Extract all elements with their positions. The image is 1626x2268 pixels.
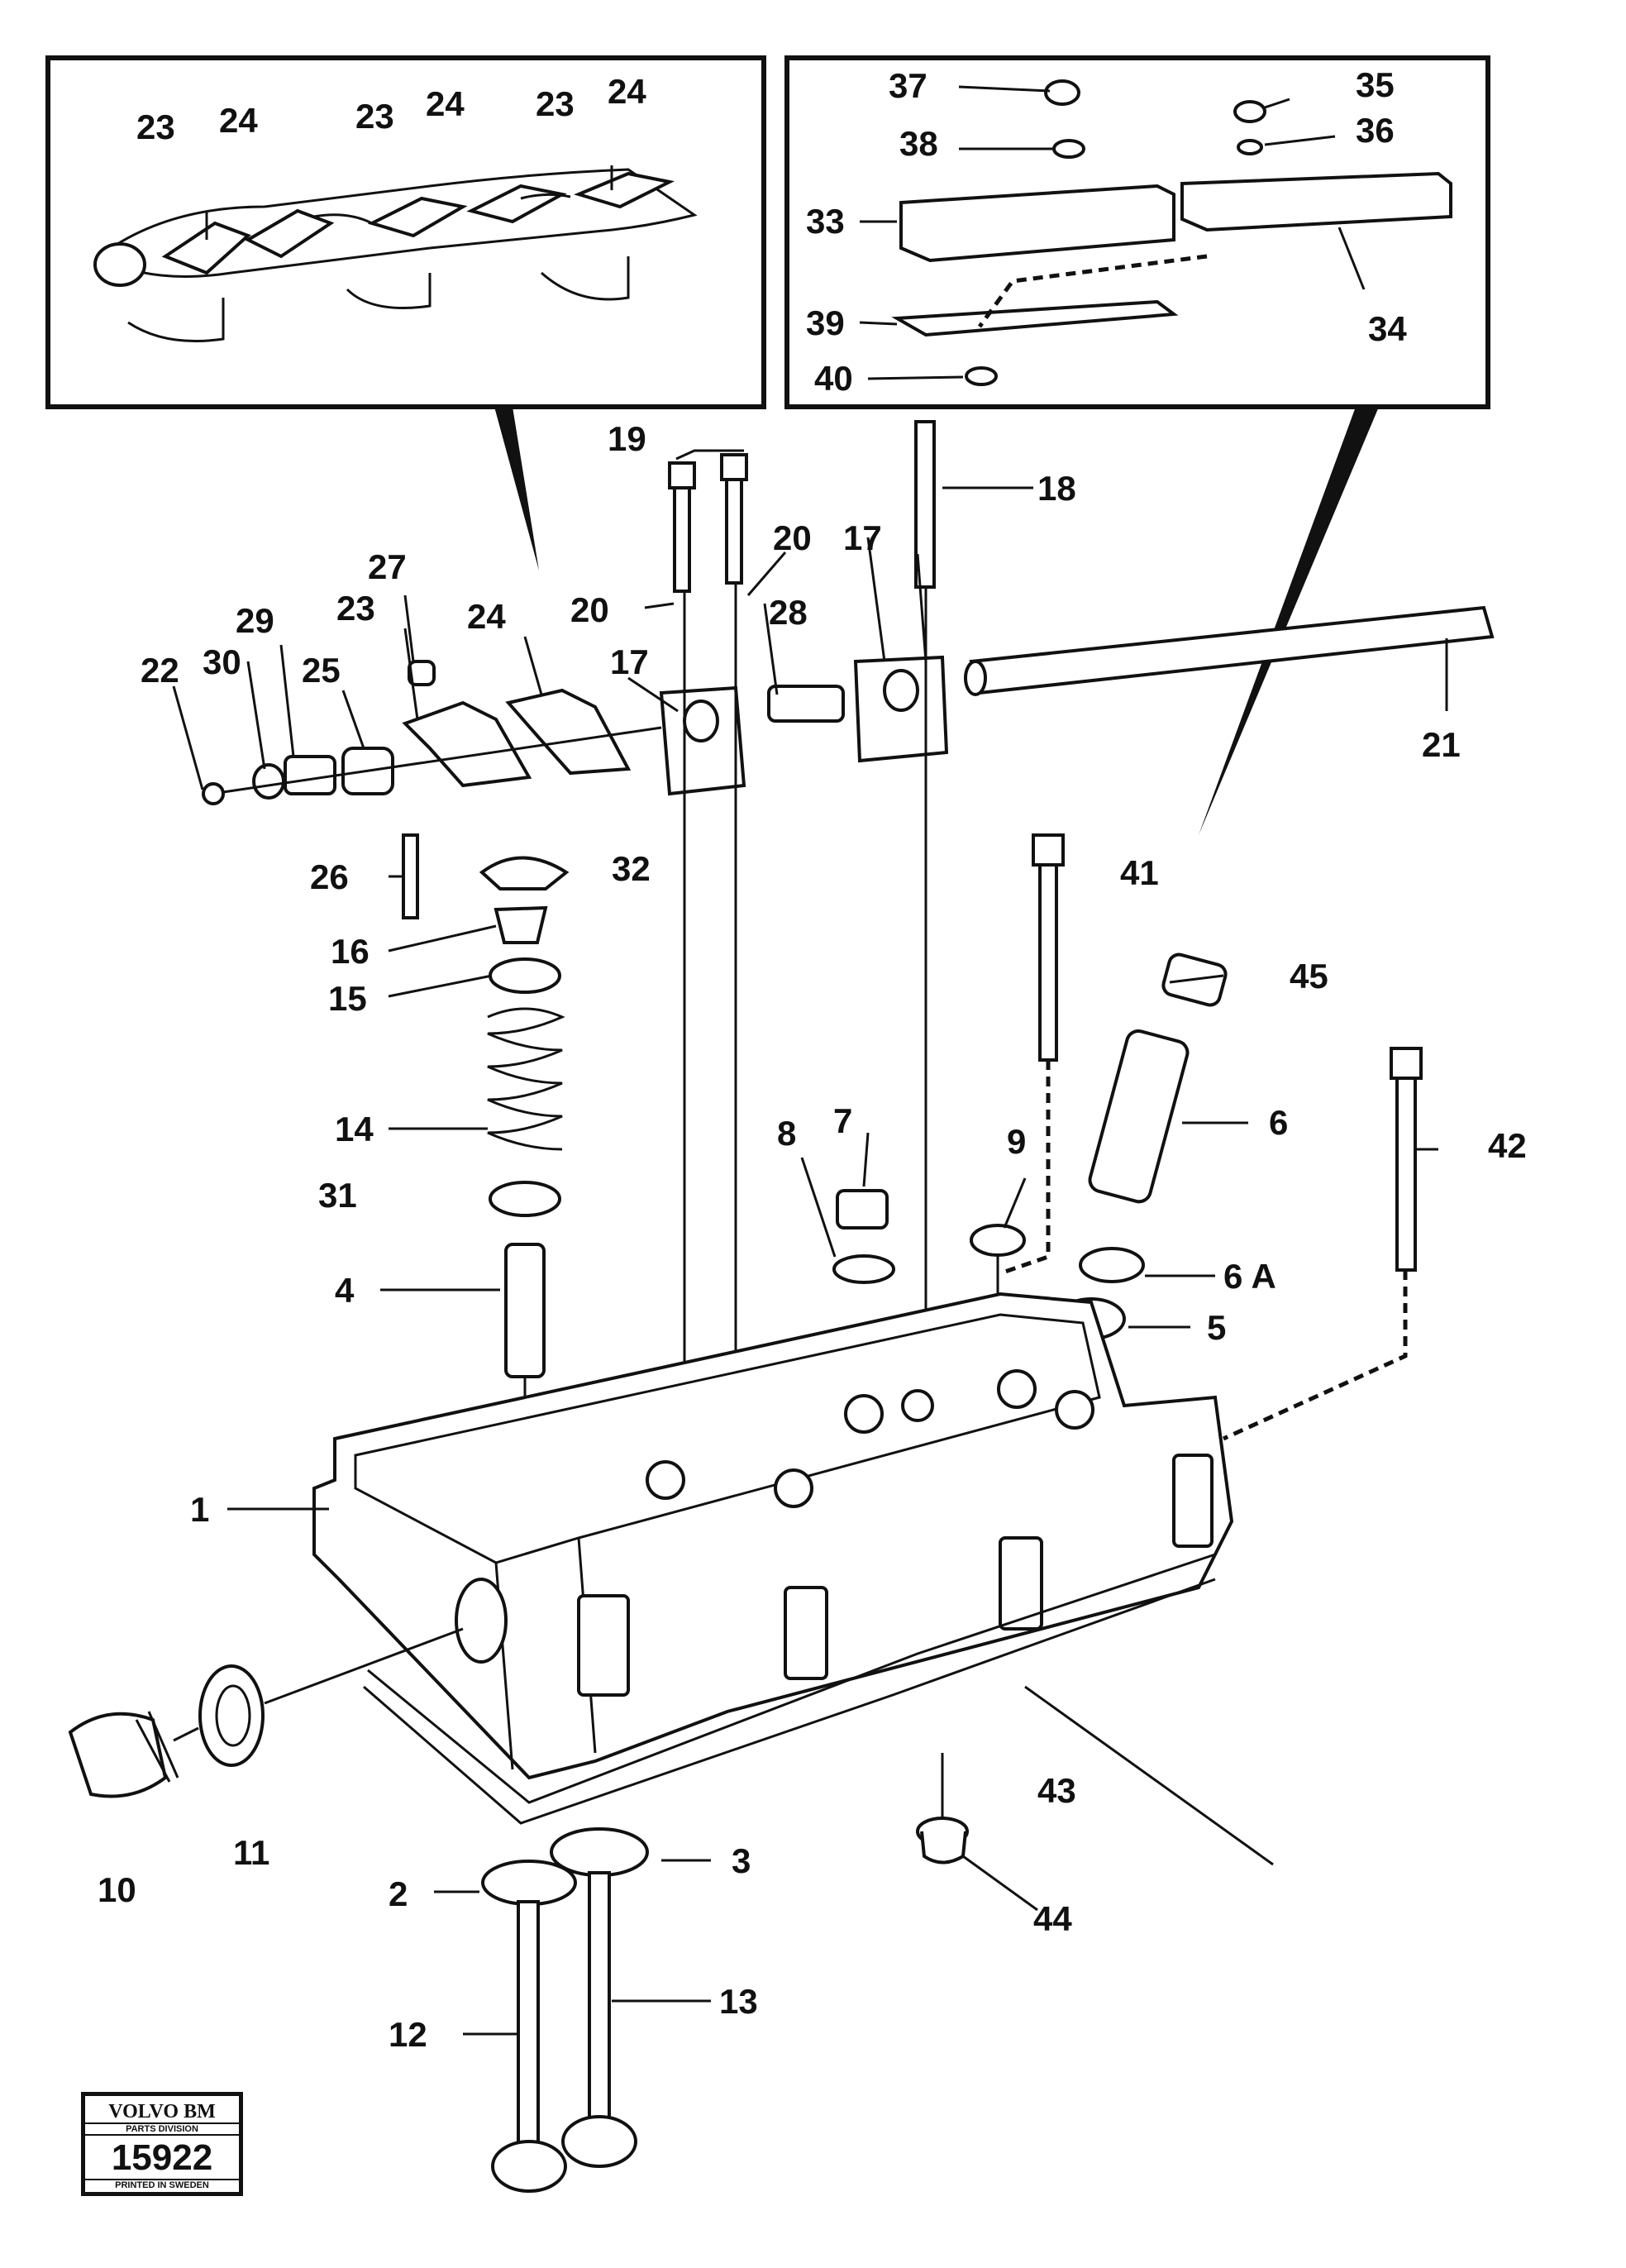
callout-4: 4 — [335, 1271, 355, 1310]
callout-44: 44 — [1033, 1899, 1072, 1938]
callout-6a: 6 A — [1223, 1257, 1276, 1296]
callout-23-main: 23 — [336, 589, 375, 628]
callout-24-inset-1: 24 — [219, 101, 258, 140]
callout-12: 12 — [389, 2015, 427, 2054]
callout-5: 5 — [1207, 1308, 1226, 1347]
callout-6: 6 — [1269, 1103, 1288, 1142]
callout-36: 36 — [1356, 111, 1395, 150]
callout-29: 29 — [236, 601, 274, 640]
callout-35: 35 — [1356, 65, 1395, 104]
callout-32: 32 — [612, 849, 651, 888]
rocker-inset-pointer — [494, 407, 539, 571]
callout-26: 26 — [310, 857, 349, 896]
lower-parts — [68, 1627, 969, 2193]
callout-19: 19 — [608, 419, 646, 458]
callout-28: 28 — [769, 593, 808, 632]
callout-20-left: 20 — [570, 590, 609, 629]
callout-24-inset-3: 24 — [608, 72, 646, 111]
callout-8: 8 — [777, 1114, 796, 1153]
bolts — [668, 420, 1423, 1441]
callout-9: 9 — [1007, 1122, 1026, 1161]
callout-23-inset-3: 23 — [536, 84, 575, 123]
callout-1: 1 — [190, 1490, 209, 1529]
callout-24-main: 24 — [467, 597, 506, 636]
callout-24-inset-2: 24 — [426, 84, 465, 123]
logo-division: PARTS DIVISION — [85, 2122, 239, 2136]
callout-41: 41 — [1120, 853, 1159, 892]
callout-14: 14 — [335, 1110, 374, 1148]
callout-39: 39 — [806, 303, 845, 342]
logo-printed: PRINTED IN SWEDEN — [85, 2179, 239, 2190]
callout-27: 27 — [368, 547, 407, 586]
rocker-shaft-parts — [202, 605, 1495, 919]
logo-number: 15922 — [111, 2137, 213, 2178]
callout-18: 18 — [1037, 469, 1076, 508]
callout-7: 7 — [833, 1101, 852, 1140]
cover-inset-pointer — [1199, 407, 1379, 835]
callout-34: 34 — [1368, 309, 1407, 348]
cylinder-head-block — [312, 1292, 1234, 1804]
callout-25: 25 — [302, 651, 341, 690]
leader-lines — [172, 85, 1448, 2036]
valve-train-parts — [479, 856, 570, 1455]
callout-17-left: 17 — [610, 642, 649, 681]
callout-21: 21 — [1422, 725, 1461, 764]
callout-42: 42 — [1488, 1126, 1527, 1165]
callout-23-inset-2: 23 — [355, 97, 394, 136]
callout-16: 16 — [331, 932, 370, 971]
callout-31: 31 — [318, 1176, 357, 1215]
callout-43: 43 — [1037, 1771, 1076, 1810]
callout-37: 37 — [889, 66, 927, 105]
callout-23-inset-1: 23 — [136, 107, 175, 146]
callout-33: 33 — [806, 202, 845, 241]
callout-2: 2 — [389, 1874, 408, 1913]
valve-cover-illustration — [891, 79, 1452, 386]
callout-20-right: 20 — [773, 518, 812, 557]
callout-15: 15 — [328, 979, 367, 1018]
logo-brand: VOLVO BM — [108, 2101, 216, 2122]
callout-10: 10 — [98, 1870, 136, 1909]
callout-11: 11 — [233, 1833, 269, 1872]
callout-3: 3 — [732, 1841, 751, 1880]
rocker-assembly-inset-frame — [45, 55, 766, 409]
callout-17-right: 17 — [843, 518, 882, 557]
rocker-arm-assembly-illustration — [93, 165, 698, 342]
callout-40: 40 — [814, 359, 853, 398]
callout-30: 30 — [203, 642, 241, 681]
callout-22: 22 — [141, 651, 179, 690]
volvo-bm-logo-stamp: VOLVO BM PARTS DIVISION 15922 PRINTED IN… — [81, 2092, 243, 2196]
callout-45: 45 — [1290, 957, 1328, 996]
callout-38: 38 — [899, 124, 938, 163]
callout-labels: 1 2 3 4 5 6 6 A 7 8 9 10 11 12 13 14 15 … — [98, 65, 1527, 2054]
valve-cover-inset-frame — [784, 55, 1490, 409]
head-gasket — [363, 1578, 1216, 1825]
callout-13: 13 — [719, 1982, 758, 2021]
